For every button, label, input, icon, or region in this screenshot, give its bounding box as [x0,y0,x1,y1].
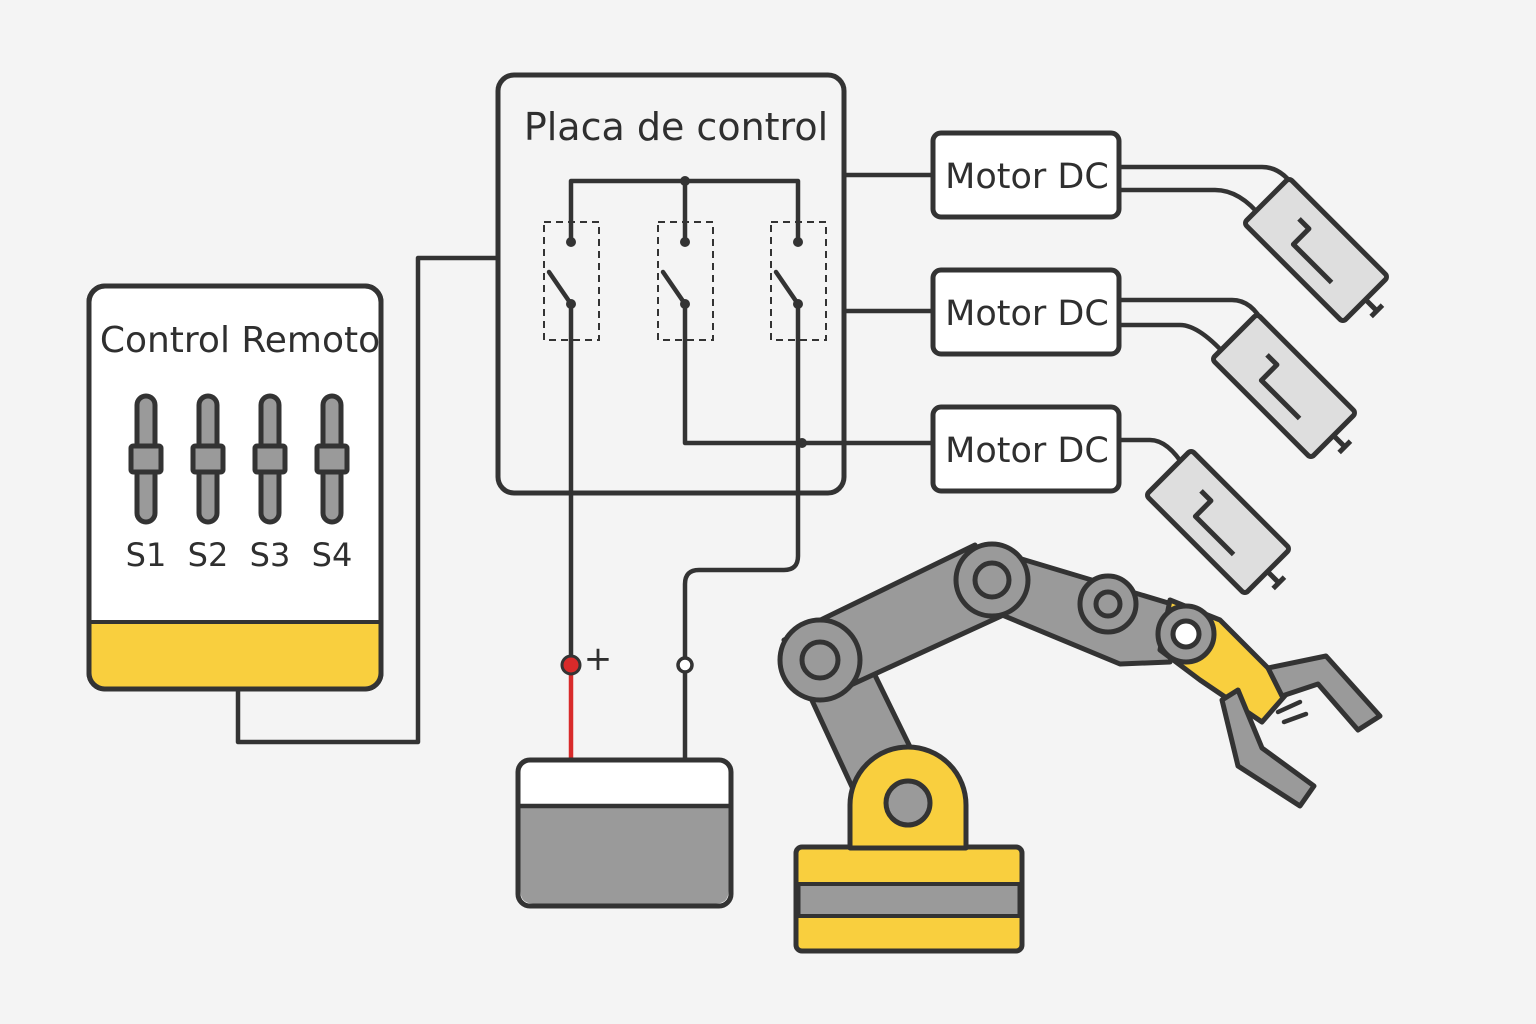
motor-3: Motor DC [930,404,1291,595]
robot-base [793,844,1025,954]
board-title: Placa de control [524,105,828,149]
relay-contact-top [566,237,576,247]
wire-relay3-to-battery [682,301,801,763]
robot-arm [777,541,1383,954]
remote-accent-band [91,622,379,687]
relay-3 [770,221,827,341]
top-pivot [972,560,1012,600]
wire-relay2-to-motor3 [682,301,936,446]
slider-2[interactable]: S2 [188,393,229,574]
battery-cell [520,806,729,904]
slider-4[interactable]: S4 [312,393,353,574]
dc-motor-icon [1243,177,1389,323]
wire-motor1-lead-b [1117,187,1265,221]
slider-label: S1 [126,536,167,574]
motor-2: Motor DC [930,267,1357,459]
elbow-pivot [799,639,841,681]
dc-motor-icon [1145,449,1291,595]
relay-switch-blade [773,269,801,307]
slider-knob[interactable] [190,443,226,475]
relay-contact-top [793,237,803,247]
dc-motor-icon [1211,313,1357,459]
wrist-pivot [1093,589,1123,619]
motor-label-box [930,404,1122,494]
motor-label: Motor DC [945,294,1109,334]
positive-terminal [560,654,582,676]
relay-contact-top [680,237,690,247]
relay-housing [543,221,600,341]
board-outline [495,72,847,496]
remote-title: Control Remoto [100,320,380,361]
wire-remote-to-board [235,255,501,745]
wire-motor1-lead-a [1117,164,1299,193]
relay-1 [543,221,600,341]
relay-group [543,221,827,341]
control-board: Placa de control [495,72,847,496]
slider-knob[interactable] [314,443,350,475]
relay-2 [657,221,714,341]
gripper-pivot [1170,618,1202,650]
slider-group: S1 S2 S3 S4 [126,393,353,574]
relay-switch-blade [546,269,574,307]
remote-outline [86,283,384,692]
wire-motor2-lead-a [1117,297,1267,328]
slider-1[interactable]: S1 [126,393,167,574]
motor-1: Motor DC [930,130,1389,323]
gripper-pins [1275,699,1309,725]
slider-label: S4 [312,536,353,574]
motor-label: Motor DC [945,157,1109,197]
wires [235,164,1299,763]
slider-knob[interactable] [128,443,164,475]
slider-knob[interactable] [252,443,288,475]
wire-relay-bus [568,178,801,245]
battery: + [515,639,734,909]
remote-control: Control Remoto S1 S2 S3 S4 [86,283,384,692]
motor-label-box [930,130,1122,220]
gripper-upper-jaw [1265,653,1383,733]
bus-junction [680,176,690,186]
relay-housing [770,221,827,341]
relay-housing [657,221,714,341]
motor-group: Motor DC Motor DC Motor DC [930,130,1389,595]
positive-symbol: + [584,639,613,679]
motor-label: Motor DC [945,431,1109,471]
motor-label-box [930,267,1122,357]
negative-terminal [676,656,694,674]
junction-dot [797,438,807,448]
slider-3[interactable]: S3 [250,393,291,574]
relay-switch-blade [660,269,688,307]
slider-label: S2 [188,536,229,574]
slider-label: S3 [250,536,291,574]
gripper-lower-jaw [1219,687,1317,809]
shoulder-pivot [883,778,933,828]
battery-outline [515,757,734,909]
